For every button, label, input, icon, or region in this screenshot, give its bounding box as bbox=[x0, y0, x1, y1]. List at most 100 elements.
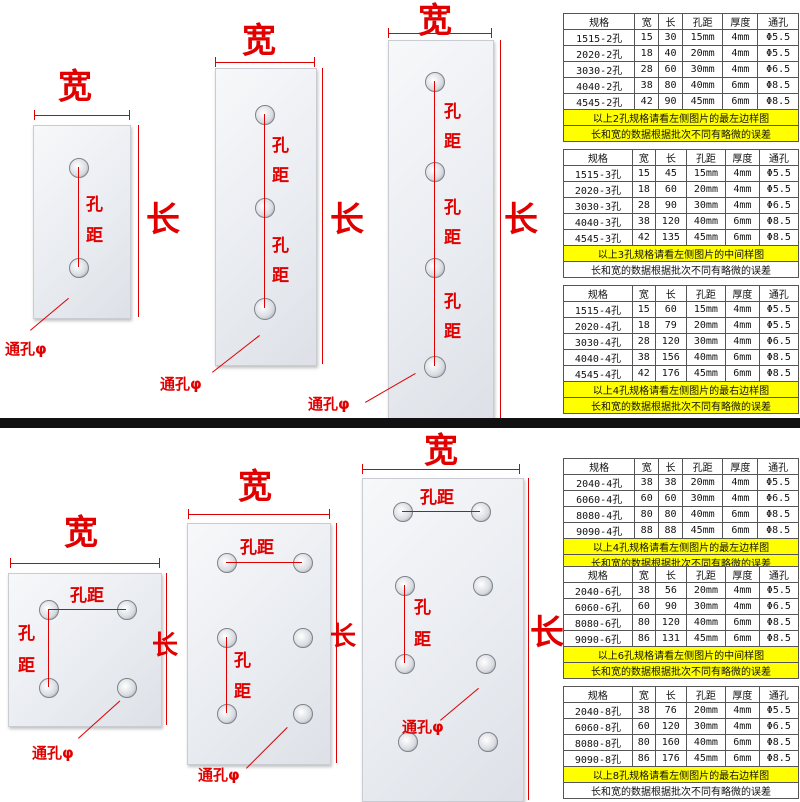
width-dim-line bbox=[215, 62, 315, 63]
table-cell: 30mm bbox=[681, 490, 724, 507]
table-cell: Φ5.5 bbox=[758, 702, 800, 719]
table-cell: 20mm bbox=[681, 45, 724, 62]
table-cell: 40 bbox=[658, 45, 683, 62]
table-note-row: 长和宽的数据根据批次不同有略微的误差 bbox=[563, 397, 799, 414]
table-cell: 9090-4孔 bbox=[562, 522, 636, 539]
header-cell: 通孔 bbox=[757, 458, 799, 475]
table-cell: 15 bbox=[631, 301, 656, 318]
table-cell: 79 bbox=[654, 317, 687, 334]
header-cell: 厚度 bbox=[725, 149, 760, 166]
table-note: 以上4孔规格请看左侧图片的最左边样图 bbox=[563, 538, 799, 555]
hole bbox=[217, 704, 237, 724]
header-cell: 长 bbox=[658, 13, 683, 30]
table-note: 长和宽的数据根据批次不同有略微的误差 bbox=[563, 397, 799, 414]
length-label: 长 bbox=[330, 622, 357, 652]
pitch-label-2: 距 bbox=[444, 132, 461, 152]
table-cell: 9090-6孔 bbox=[563, 630, 633, 647]
length-dim-line bbox=[138, 125, 139, 317]
table-cell: 4mm bbox=[722, 45, 759, 62]
table-cell: Φ8.5 bbox=[758, 229, 800, 246]
table-header-row: 规格 宽 长 孔距 厚度 通孔 bbox=[562, 458, 799, 475]
table-cell: 18 bbox=[631, 181, 656, 198]
table-note: 长和宽的数据根据批次不同有略微的误差 bbox=[563, 125, 799, 142]
dim-tick bbox=[362, 464, 363, 474]
table-cell: 4040-3孔 bbox=[563, 213, 633, 230]
table-cell: 4545-2孔 bbox=[562, 93, 636, 110]
pitch-label: 孔距 bbox=[70, 586, 104, 606]
table-cell: 2040-8孔 bbox=[563, 702, 633, 719]
table-cell: Φ5.5 bbox=[757, 45, 799, 62]
hole bbox=[254, 298, 276, 320]
table-cell: 176 bbox=[654, 365, 687, 382]
table-cell: 2040-6孔 bbox=[563, 582, 633, 599]
table-cell: 6mm bbox=[722, 77, 759, 94]
table-cell: 40mm bbox=[685, 349, 726, 366]
table-cell: Φ5.5 bbox=[757, 29, 799, 46]
table-cell: 3030-3孔 bbox=[563, 197, 633, 214]
table-note: 以上4孔规格请看左侧图片的最右边样图 bbox=[563, 381, 799, 398]
table-cell: 15 bbox=[631, 165, 656, 182]
pitch-label-2: 距 bbox=[444, 322, 461, 342]
table-cell: 38 bbox=[631, 702, 656, 719]
table-note: 长和宽的数据根据批次不同有略微的误差 bbox=[563, 261, 799, 278]
pitch-dim-line bbox=[404, 585, 405, 663]
table-cell: Φ6.5 bbox=[757, 490, 799, 507]
table-cell: 2040-4孔 bbox=[562, 474, 636, 491]
header-cell: 通孔 bbox=[758, 285, 800, 302]
hole bbox=[476, 654, 496, 674]
width-label: 宽 bbox=[64, 513, 98, 553]
dim-tick bbox=[129, 110, 130, 120]
table-cell: 28 bbox=[631, 333, 656, 350]
header-cell: 宽 bbox=[631, 686, 656, 703]
pitch-label: 孔距 bbox=[420, 488, 454, 508]
header-cell: 孔距 bbox=[681, 13, 724, 30]
table-cell: 4mm bbox=[722, 29, 759, 46]
table-cell: Φ5.5 bbox=[758, 301, 800, 318]
table-cell: Φ8.5 bbox=[758, 750, 800, 767]
table-cell: Φ5.5 bbox=[758, 181, 800, 198]
table-cell: 86 bbox=[631, 750, 656, 767]
table-cell: 30mm bbox=[685, 598, 727, 615]
pitch-label-2: 距 bbox=[18, 656, 35, 676]
table-cell: 30 bbox=[658, 29, 683, 46]
dim-tick bbox=[519, 464, 520, 474]
hole bbox=[69, 158, 89, 178]
table-cell: 4mm bbox=[722, 61, 759, 78]
header-cell: 规格 bbox=[562, 13, 636, 30]
length-dim-line bbox=[322, 68, 323, 364]
table-cell: 90 bbox=[654, 197, 687, 214]
table-cell: Φ8.5 bbox=[758, 614, 800, 631]
hole bbox=[395, 654, 415, 674]
length-label: 长 bbox=[530, 613, 564, 653]
plate-8-hole bbox=[362, 478, 524, 802]
table-cell: 30mm bbox=[685, 197, 727, 214]
table-cell: 45mm bbox=[681, 93, 724, 110]
hole bbox=[424, 356, 446, 378]
table-cell: 6mm bbox=[725, 614, 760, 631]
table-cell: 42 bbox=[634, 93, 660, 110]
top-panel: 宽 孔 距 长 通孔φ 宽 孔 距 孔 距 长 通孔φ 宽 孔 距 孔 距 孔 … bbox=[5, 4, 800, 420]
table-note-row: 以上8孔规格请看左侧图片的最右边样图 bbox=[563, 766, 799, 783]
through-hole-label: 通孔φ bbox=[402, 718, 444, 736]
table-cell: 4mm bbox=[724, 333, 760, 350]
header-cell: 规格 bbox=[563, 285, 633, 302]
header-cell: 长 bbox=[654, 566, 687, 583]
header-cell: 宽 bbox=[634, 13, 660, 30]
length-label: 长 bbox=[330, 200, 364, 240]
table-cell: 56 bbox=[654, 582, 687, 599]
table-header-row: 规格 宽 长 孔距 厚度 通孔 bbox=[563, 566, 800, 583]
hole bbox=[395, 576, 415, 596]
table-cell: 60 bbox=[654, 181, 687, 198]
table-cell: 6mm bbox=[724, 734, 760, 751]
table-cell: 90 bbox=[654, 598, 687, 615]
